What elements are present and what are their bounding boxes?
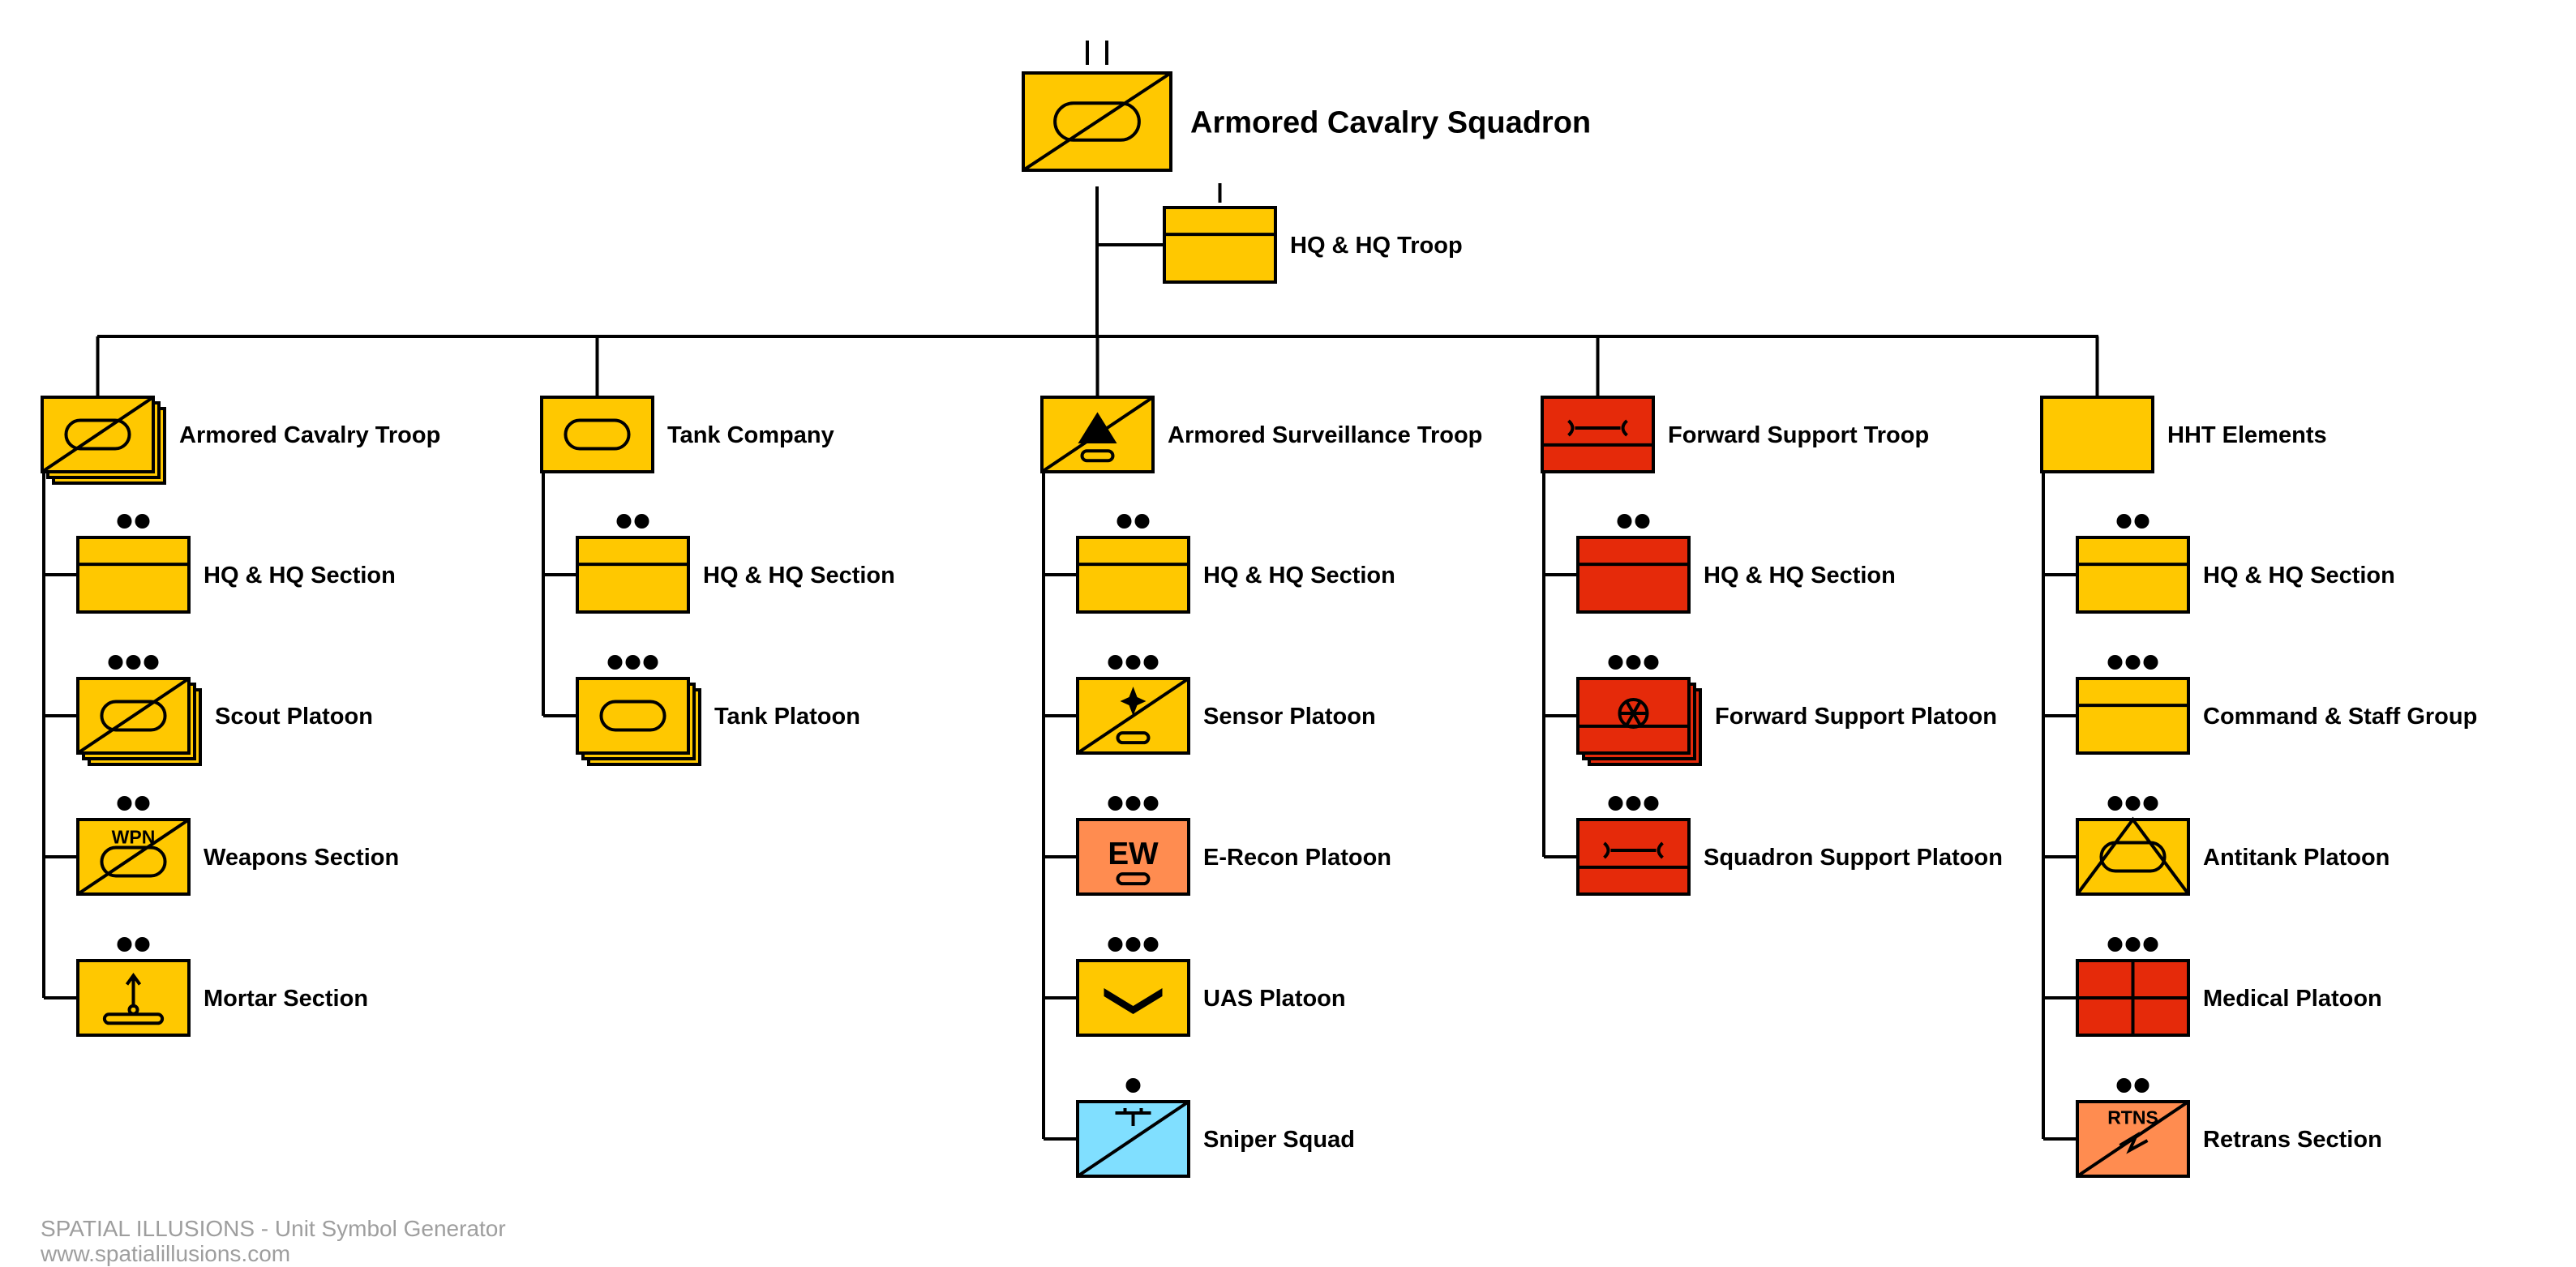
unit-forward-support-platoon: Forward Support Platoon <box>1576 655 1997 766</box>
unit-frame <box>2076 536 2190 614</box>
unit-hq-and-hq-section: HQ & HQ Section <box>2076 514 2395 614</box>
unit-squadron-support-platoon: Squadron Support Platoon <box>1576 796 2003 896</box>
unit-frame <box>2040 396 2154 473</box>
unit-armored-cavalry-troop: Armored Cavalry Troop <box>41 396 440 485</box>
unit-label: Squadron Support Platoon <box>1704 845 2003 871</box>
unit-armored-surveillance-troop: Armored Surveillance Troop <box>1040 396 1482 473</box>
unit-label: Mortar Section <box>204 986 368 1012</box>
unit-e-recon-platoon: EW E-Recon Platoon <box>1076 796 1391 896</box>
unit-frame <box>540 396 654 473</box>
unit-frame <box>1076 959 1190 1037</box>
unit-label: Sensor Platoon <box>1203 704 1376 730</box>
unit-label: HQ & HQ Section <box>2203 563 2395 589</box>
unit-label: Forward Support Troop <box>1668 422 1929 448</box>
unit-mortar-section: Mortar Section <box>76 937 368 1037</box>
unit-weapons-section: WPN Weapons Section <box>76 796 399 896</box>
unit-medical-platoon: Medical Platoon <box>2076 937 2382 1037</box>
unit-sniper-squad: Sniper Squad <box>1076 1078 1355 1178</box>
unit-frame <box>2076 818 2190 896</box>
unit-hq-and-hq-section: HQ & HQ Section <box>1576 514 1896 614</box>
unit-frame <box>1076 536 1190 614</box>
unit-label: Armored Cavalry Squadron <box>1190 105 1591 139</box>
unit-uas-platoon: UAS Platoon <box>1076 937 1346 1037</box>
unit-label: Armored Surveillance Troop <box>1168 422 1482 448</box>
footer-title: SPATIAL ILLUSIONS - Unit Symbol Generato… <box>41 1216 506 1241</box>
unit-hq-hq-troop: HQ & HQ Troop <box>1163 183 1463 284</box>
unit-label: Armored Cavalry Troop <box>179 422 440 448</box>
unit-label: HQ & HQ Section <box>703 563 895 589</box>
unit-label: Tank Company <box>667 422 834 448</box>
unit-frame <box>2076 677 2190 755</box>
unit-tank-company: Tank Company <box>540 396 834 473</box>
unit-frame <box>76 536 191 614</box>
unit-label: Forward Support Platoon <box>1715 704 1997 730</box>
unit-label: Weapons Section <box>204 845 399 871</box>
unit-label: HQ & HQ Section <box>1203 563 1395 589</box>
unit-scout-platoon: Scout Platoon <box>76 655 373 766</box>
unit-label: HQ & HQ Troop <box>1290 233 1463 259</box>
unit-sensor-platoon: Sensor Platoon <box>1076 655 1376 755</box>
unit-label: E-Recon Platoon <box>1203 845 1391 871</box>
unit-retrans-section: RTNS Retrans Section <box>2076 1078 2382 1178</box>
unit-label: Retrans Section <box>2203 1127 2382 1153</box>
unit-command-and-staff-group: Command & Staff Group <box>2076 655 2477 755</box>
unit-forward-support-troop: Forward Support Troop <box>1541 396 1929 473</box>
unit-nodes: Armored Cavalry Squadron HQ & HQ TroopArm… <box>41 41 2477 1178</box>
connector-lines <box>42 186 2099 1141</box>
footer-url: www.spatialillusions.com <box>41 1241 291 1266</box>
unit-label: HHT Elements <box>2167 422 2327 448</box>
unit-frame <box>1576 536 1691 614</box>
unit-hht-elements: HHT Elements <box>2040 396 2327 473</box>
unit-frame <box>1541 396 1655 473</box>
unit-label: HQ & HQ Section <box>204 563 396 589</box>
unit-label: UAS Platoon <box>1203 986 1346 1012</box>
unit-frame <box>1076 818 1190 896</box>
unit-hq-and-hq-section: HQ & HQ Section <box>76 514 396 614</box>
unit-label: Antitank Platoon <box>2203 845 2390 871</box>
unit-label: Tank Platoon <box>714 704 860 730</box>
unit-frame <box>576 677 690 755</box>
unit-hq-and-hq-section: HQ & HQ Section <box>1076 514 1395 614</box>
unit-label: HQ & HQ Section <box>1704 563 1896 589</box>
unit-label: Medical Platoon <box>2203 986 2382 1012</box>
unit-frame <box>576 536 690 614</box>
unit-label: Sniper Squad <box>1203 1127 1355 1153</box>
unit-tank-platoon: Tank Platoon <box>576 655 860 766</box>
unit-label: Scout Platoon <box>215 704 373 730</box>
unit-frame <box>1163 206 1277 284</box>
svg-text:EW: EW <box>1108 837 1159 871</box>
unit-hq-and-hq-section: HQ & HQ Section <box>576 514 895 614</box>
svg-text:WPN: WPN <box>112 826 156 847</box>
unit-frame <box>1576 818 1691 896</box>
unit-antitank-platoon: Antitank Platoon <box>2076 796 2390 896</box>
unit-label: Command & Staff Group <box>2203 704 2477 730</box>
svg-text:RTNS: RTNS <box>2107 1107 2158 1128</box>
unit-armored-cavalry-squadron: Armored Cavalry Squadron <box>1022 41 1591 172</box>
